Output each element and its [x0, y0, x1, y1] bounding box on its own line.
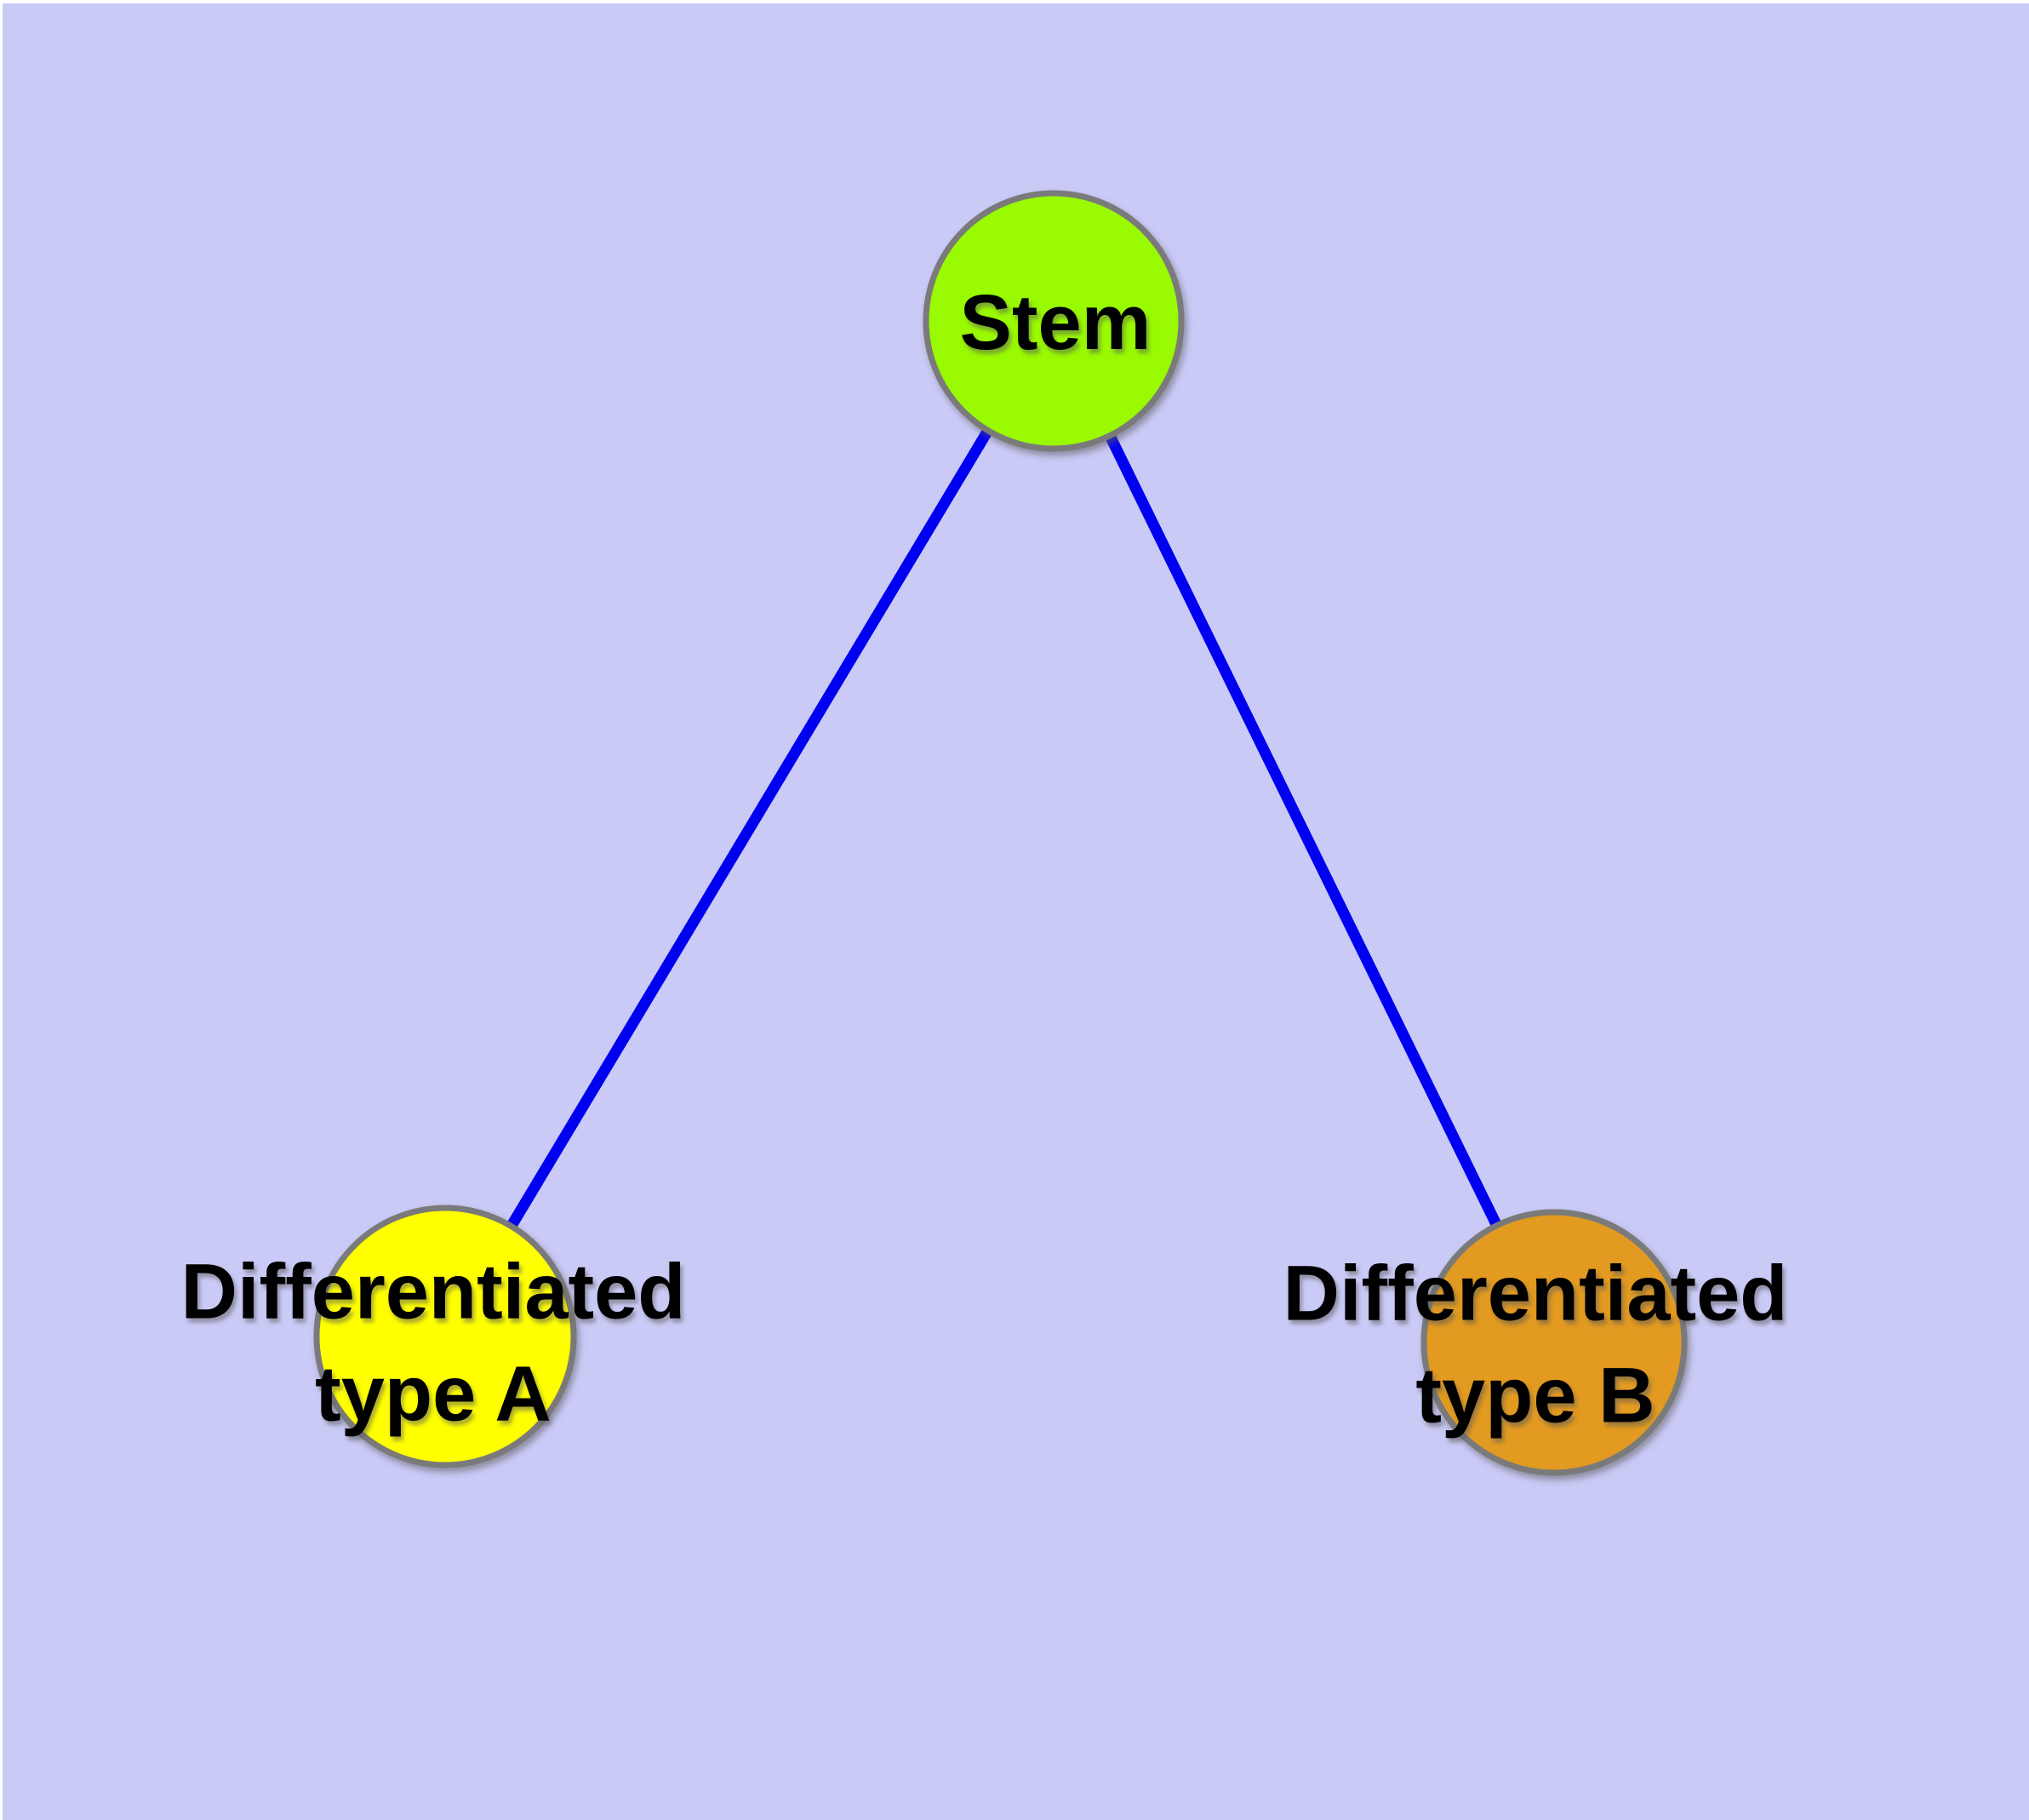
type-a-node-label: Differentiated type A — [181, 1241, 686, 1445]
type-a-label-line1: Differentiated — [180, 1248, 686, 1336]
type-a-node-circle — [313, 1205, 577, 1468]
edge-stem-to-type-b — [1049, 318, 1559, 1345]
stem-node-label: Stem — [959, 279, 1152, 367]
graph-svg — [313, 190, 1688, 1476]
type-b-node-circle — [1420, 1209, 1688, 1476]
type-b-label-line1: Differentiated — [1283, 1250, 1788, 1337]
type-a-label-line2: type A — [315, 1350, 552, 1437]
stem-node-circle — [923, 190, 1185, 452]
type-b-node-label: Differentiated type B — [1283, 1243, 1788, 1446]
edge-stem-to-type-a — [440, 318, 1059, 1340]
type-b-label-line2: type B — [1415, 1352, 1655, 1439]
